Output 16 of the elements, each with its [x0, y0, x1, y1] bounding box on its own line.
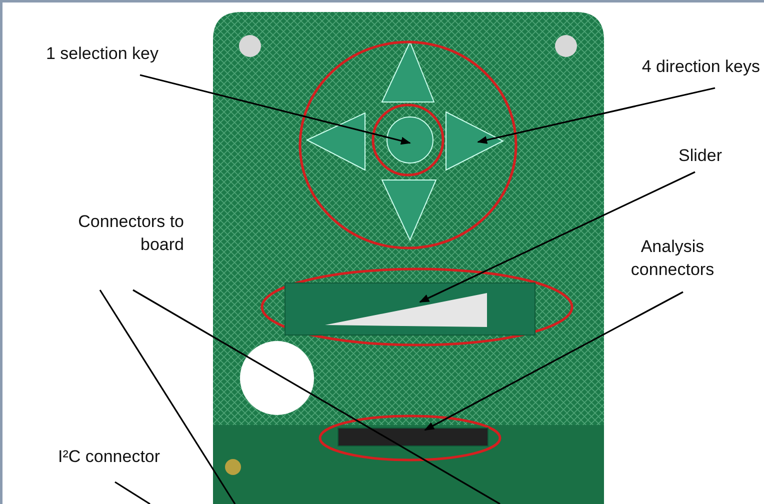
- callout-text: Connectors to board: [40, 210, 184, 256]
- leader-line: [132, 289, 500, 504]
- direction-key: [446, 111, 504, 171]
- leader-line: [114, 481, 150, 504]
- leader-line: [419, 171, 696, 303]
- leader-line: [424, 291, 684, 431]
- callout-text: Analysis connectors: [610, 235, 735, 281]
- leader-line: [477, 87, 716, 144]
- leader-line: [99, 290, 236, 504]
- selection-key: [386, 116, 434, 164]
- callout-text: Slider: [640, 144, 722, 167]
- callout-text: 1 selection key: [46, 42, 186, 65]
- pin-header: [338, 428, 488, 446]
- callout-text: I²C connector: [58, 445, 188, 468]
- callout-text: 4 direction keys: [622, 55, 760, 78]
- leader-line: [140, 74, 411, 145]
